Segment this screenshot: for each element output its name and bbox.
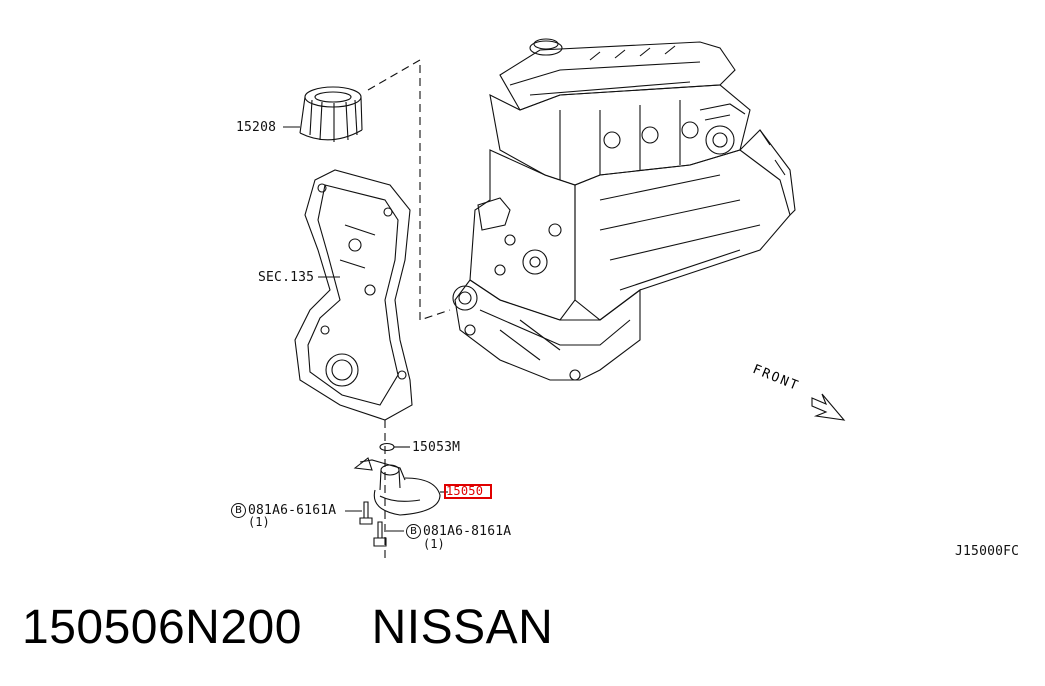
o-ring-drawing — [379, 442, 410, 452]
oil-strainer-drawing — [353, 457, 448, 516]
front-arrow — [811, 393, 846, 421]
label-bolt-a: 081A6-6161A — [248, 503, 337, 518]
highlight-box — [444, 484, 492, 499]
label-oil-filter: 15208 — [236, 120, 277, 135]
part-caption: 150506N200 NISSAN — [22, 600, 553, 655]
caption-part-number: 150506N200 — [22, 601, 302, 654]
parts-diagram — [283, 38, 846, 560]
label-o-ring: 15053M — [412, 440, 461, 455]
label-diagram-code: J15000FC — [955, 544, 1020, 559]
bolt-b-marker: B — [406, 524, 421, 539]
label-highlighted-part: 15050 — [446, 484, 484, 498]
label-bolt-b-qty: (1) — [423, 537, 445, 551]
bolt-a-marker: B — [231, 503, 246, 518]
caption-brand: NISSAN — [371, 601, 554, 654]
engine-block-drawing — [452, 38, 796, 381]
label-bolt-a-qty: (1) — [248, 515, 270, 529]
label-bolt-b: 081A6-8161A — [423, 524, 512, 539]
filter-leader-lines — [367, 59, 451, 321]
bolt-a-drawing — [345, 501, 373, 525]
bolt-b-drawing — [373, 521, 404, 547]
label-section-ref: SEC.135 — [258, 270, 315, 285]
oil-filter-drawing — [283, 86, 363, 142]
front-cover-drawing — [294, 169, 413, 421]
